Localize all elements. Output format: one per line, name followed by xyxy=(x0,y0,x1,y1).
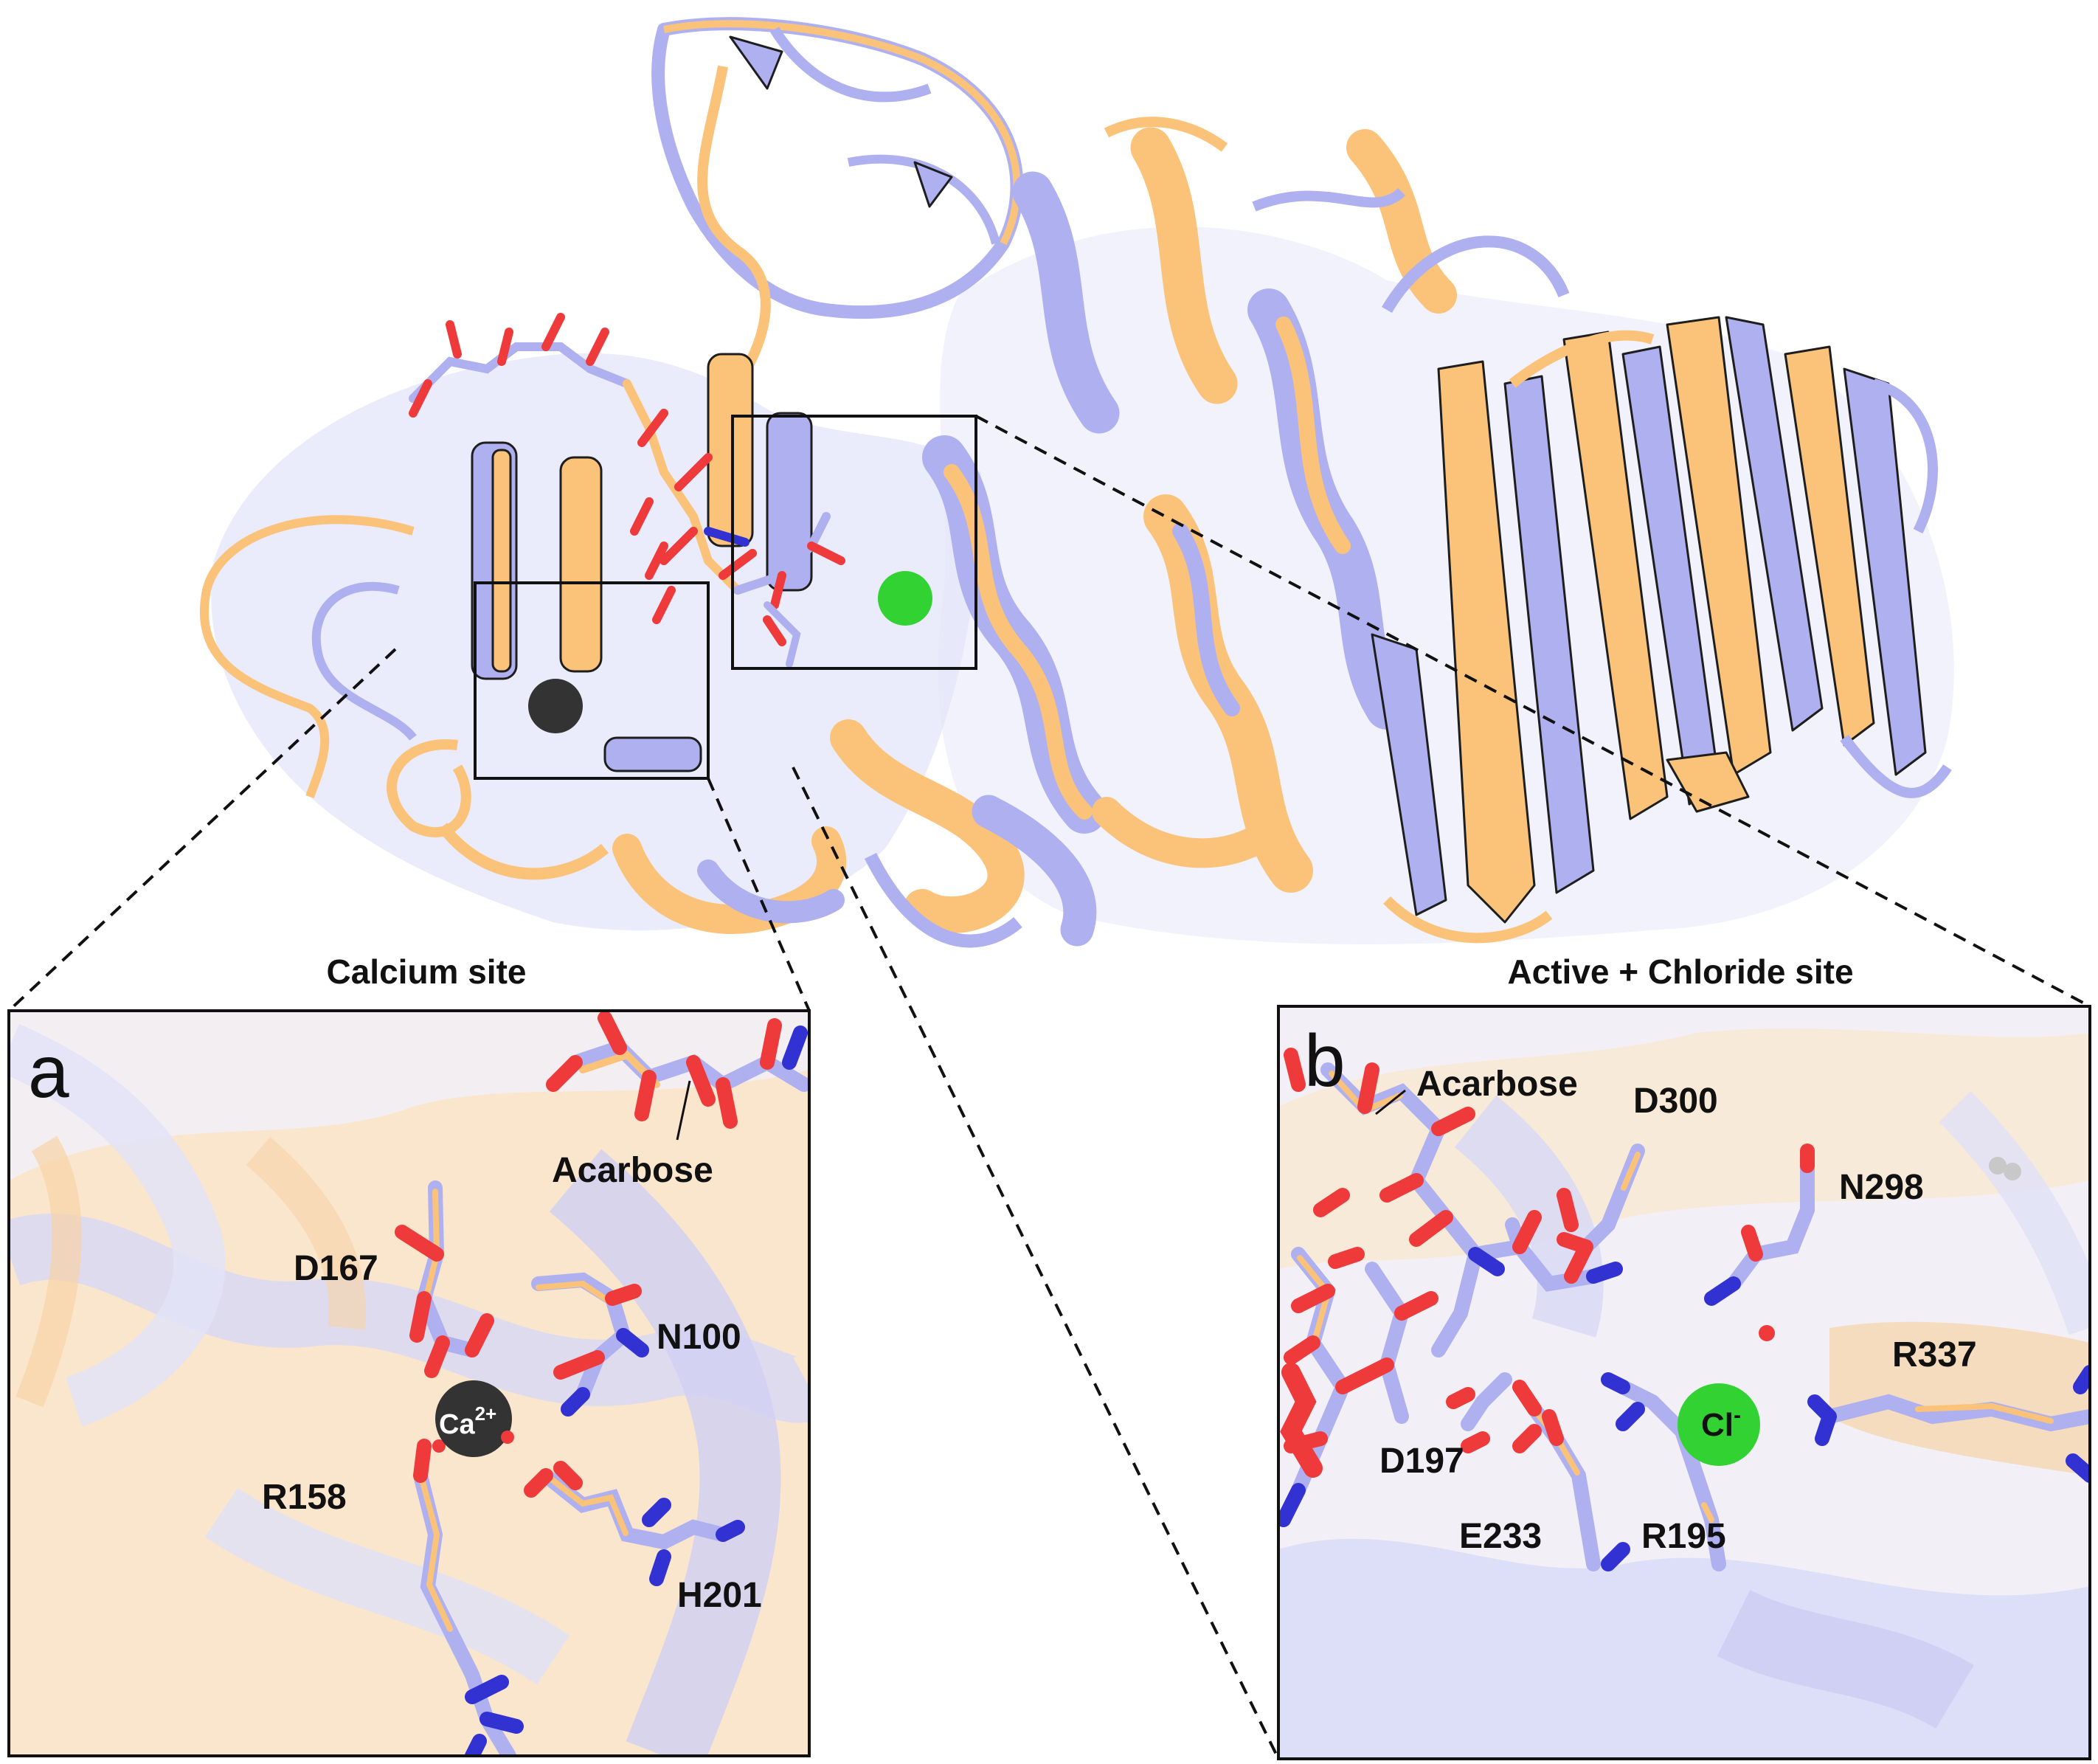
panel-a: a Acarbose D167 N100 R158 H201 Ca2+ xyxy=(7,1009,811,1757)
residue-h201: H201 xyxy=(677,1576,762,1615)
residue-d167: D167 xyxy=(294,1249,378,1288)
zoom-connectors xyxy=(7,415,2091,1760)
panel-b-title: Active + Chloride site xyxy=(1507,952,1853,991)
panel-a-letter: a xyxy=(28,1031,69,1113)
residue-e233: E233 xyxy=(1459,1517,1542,1556)
residue-d300: D300 xyxy=(1633,1082,1718,1121)
chloride-ion-overview xyxy=(878,571,932,626)
acarbose-overview xyxy=(409,313,845,668)
chloride-ion xyxy=(1678,1383,1760,1466)
top-loop xyxy=(651,17,1024,319)
calcium-ion-overview xyxy=(528,679,583,733)
protein-overview xyxy=(199,17,1954,948)
zoom-box-active xyxy=(731,415,977,670)
calcium-ion-label: Ca2+ xyxy=(439,1402,496,1440)
calcium-ion xyxy=(435,1380,512,1457)
zoom-box-calcium xyxy=(474,581,710,780)
panel-b-letter: b xyxy=(1304,1020,1346,1102)
chloride-ion-label: Cl- xyxy=(1701,1403,1741,1443)
residue-n298: N298 xyxy=(1839,1168,1924,1207)
residue-d197: D197 xyxy=(1379,1442,1464,1481)
residue-r158: R158 xyxy=(262,1478,347,1517)
panel-b: b Acarbose D300 N298 R337 D197 E233 R195… xyxy=(1277,1005,2091,1760)
residue-n100: N100 xyxy=(657,1318,741,1357)
residue-r337: R337 xyxy=(1892,1335,1977,1374)
acarbose-label-a: Acarbose xyxy=(552,1151,713,1190)
panel-a-title: Calcium site xyxy=(327,952,527,991)
left-loop xyxy=(199,515,415,798)
panel-a-frame xyxy=(7,1009,811,1757)
panel-b-frame xyxy=(1277,1005,2091,1760)
residue-r195: R195 xyxy=(1641,1517,1726,1556)
acarbose-label-b: Acarbose xyxy=(1416,1065,1578,1104)
